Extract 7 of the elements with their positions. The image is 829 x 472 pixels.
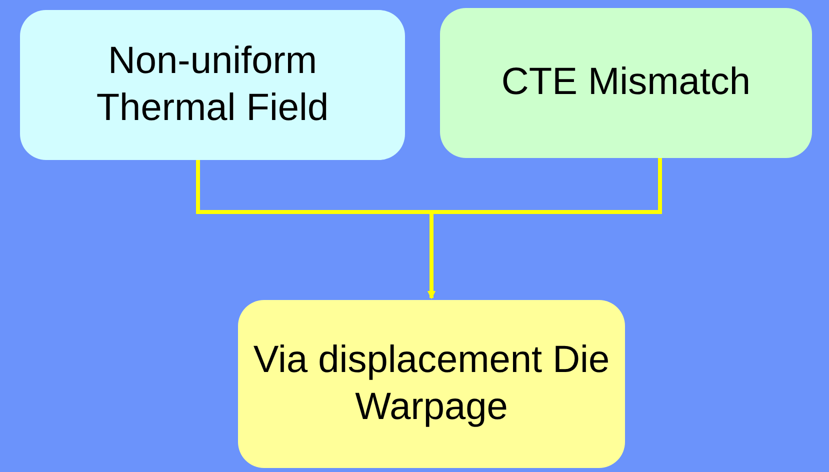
- rounded-box: [440, 8, 812, 158]
- connector-arrow: [428, 158, 662, 299]
- box-label: Via displacement Die Warpage: [252, 338, 611, 430]
- rounded-box: [20, 10, 405, 160]
- box-label: Non-uniform Thermal Field: [95, 38, 330, 131]
- rounded-box: [238, 300, 625, 468]
- box-label: CTE Mismatch: [501, 60, 751, 106]
